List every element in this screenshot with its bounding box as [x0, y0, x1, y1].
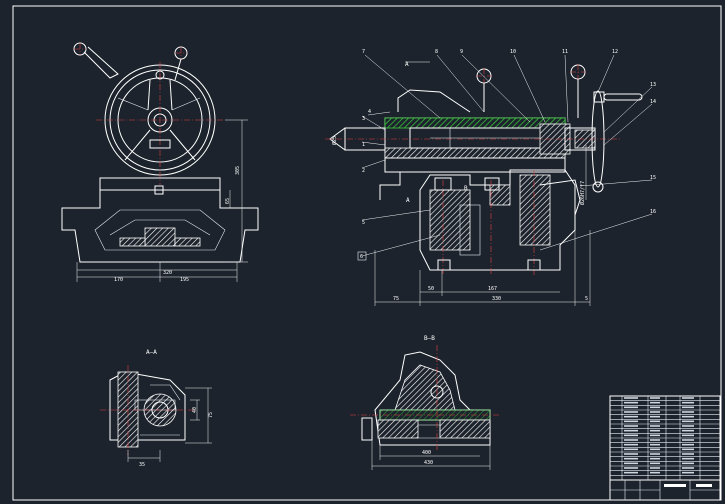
dim-50: 50 — [428, 286, 434, 292]
balloon-11: 11 — [562, 49, 568, 55]
balloon-14: 14 — [650, 99, 656, 105]
parts-list-cell-text — [682, 429, 694, 432]
parts-list-cell-text — [682, 406, 694, 409]
parts-list-cell-text — [682, 457, 694, 460]
view-arrow-a-label: A — [405, 61, 409, 68]
parts-list-cell-text — [682, 401, 694, 404]
parts-list-cell-text — [624, 425, 638, 427]
dim-fit-26: Ø26H7/f7 — [579, 181, 586, 205]
parts-list-cell-text — [682, 443, 694, 446]
parts-list-cell-text — [682, 415, 694, 418]
parts-list-cell-text — [624, 415, 638, 418]
parts-list-cell-text — [624, 462, 638, 465]
parts-list-cell-text — [682, 420, 694, 423]
dim-aa-35: 35 — [139, 462, 145, 468]
parts-list-cell-text — [624, 448, 638, 451]
section-aa-title: A—A — [146, 349, 157, 356]
view-arrow-a2-label: A — [406, 197, 410, 204]
dim-65: 65 — [225, 198, 231, 204]
balloon-7: 7 — [362, 49, 365, 55]
parts-list-cell-text — [682, 448, 694, 451]
main-view — [325, 54, 653, 306]
parts-list-cell-text — [650, 411, 660, 413]
parts-list-cell-text — [682, 453, 694, 455]
dim-330: 330 — [492, 296, 501, 302]
parts-list-cell-text — [650, 429, 660, 432]
parts-list-cell-text — [650, 448, 660, 451]
dim-dia-25: Ø25 — [331, 136, 338, 145]
parts-list-cell-text — [682, 397, 694, 399]
dim-aa-40: 40 — [192, 407, 198, 413]
parts-list-cell-text — [650, 471, 660, 474]
dim-320: 320 — [163, 270, 172, 276]
dim-195: 195 — [180, 277, 189, 283]
section-bb-title: B—B — [424, 335, 435, 342]
parts-list-cell-text — [624, 406, 638, 409]
drawing-border — [12, 5, 722, 501]
dim-bb-400: 400 — [422, 450, 431, 456]
balloon-6: 6 — [360, 254, 363, 260]
view-arrow-b-label: B — [464, 185, 468, 192]
dim-5: 5 — [585, 296, 588, 302]
parts-list-cell-text — [624, 429, 638, 432]
parts-list-cell-text — [624, 434, 638, 437]
parts-list-cell-text — [682, 434, 694, 437]
parts-list-cell-text — [624, 420, 638, 423]
parts-list-cell-text — [624, 471, 638, 474]
dim-305: 305 — [235, 166, 241, 175]
parts-list-cell-text — [650, 457, 660, 460]
parts-list-cell-text — [650, 406, 660, 409]
parts-list-cell-text — [682, 471, 694, 474]
parts-list-cell-text — [624, 453, 638, 455]
balloon-5: 5 — [362, 220, 365, 226]
dim-170: 170 — [114, 277, 123, 283]
balloon-2: 2 — [362, 168, 365, 174]
parts-list-cell-text — [624, 439, 638, 441]
balloon-15: 15 — [650, 175, 656, 181]
parts-list-table — [609, 395, 721, 501]
parts-list-cell-text — [650, 401, 660, 404]
balloon-16: 16 — [650, 209, 656, 215]
parts-list-cell-text — [624, 401, 638, 404]
parts-list-cell-text — [650, 462, 660, 465]
balloon-10: 10 — [510, 49, 516, 55]
parts-list-cell-text — [650, 439, 660, 441]
parts-list-cell-text — [650, 467, 660, 469]
balloon-4: 4 — [368, 109, 371, 115]
parts-list-cell-text — [682, 411, 694, 413]
parts-list-cell-text — [650, 453, 660, 455]
balloon-12: 12 — [612, 49, 618, 55]
parts-list-cell-text — [624, 457, 638, 460]
balloon-13: 13 — [650, 82, 656, 88]
parts-list-cell-text — [650, 420, 660, 423]
balloon-3: 3 — [362, 116, 365, 122]
parts-list-cell-text — [624, 443, 638, 446]
dim-167: 167 — [488, 286, 497, 292]
parts-list-cell-text — [650, 434, 660, 437]
left-view — [61, 42, 259, 282]
section-bb-view — [350, 345, 500, 470]
parts-list-cell-text — [682, 439, 694, 441]
parts-list-cell-text — [650, 425, 660, 427]
parts-list-cell-text — [682, 467, 694, 469]
parts-list-cell-text — [650, 415, 660, 418]
dim-bb-430: 430 — [424, 460, 433, 466]
balloon-1: 1 — [362, 142, 365, 148]
balloon-9: 9 — [460, 49, 463, 55]
parts-list-cell-text — [624, 467, 638, 469]
parts-list-cell-text — [650, 397, 660, 399]
parts-list-cell-text — [682, 462, 694, 465]
parts-list-cell-text — [650, 443, 660, 446]
balloon-8: 8 — [435, 49, 438, 55]
dim-75: 75 — [393, 296, 399, 302]
dim-aa-75: 75 — [208, 412, 214, 418]
section-aa-view — [100, 365, 212, 462]
parts-list-cell-text — [624, 411, 638, 413]
parts-list-cell-text — [624, 397, 638, 399]
parts-list-cell-text — [682, 425, 694, 427]
